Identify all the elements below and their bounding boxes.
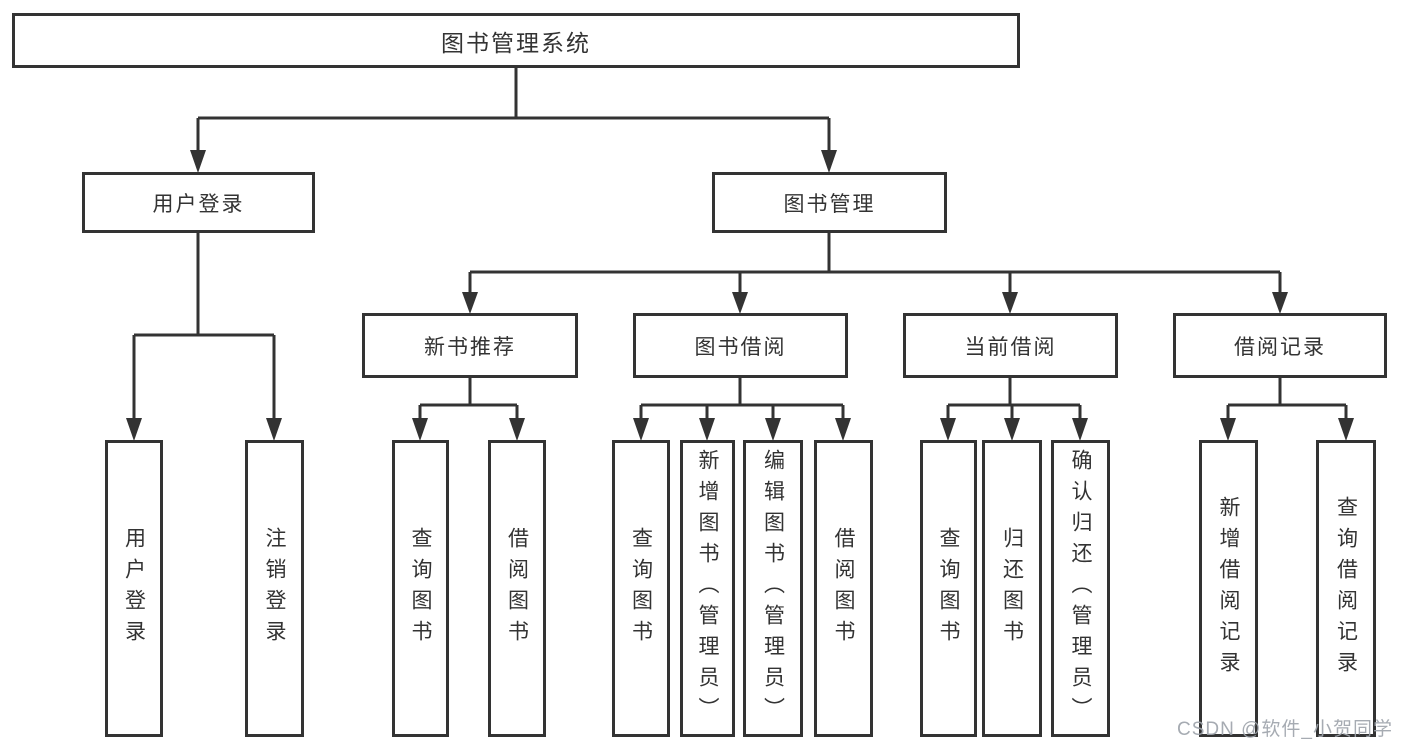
leaf-user-login-label: 用户登录: [122, 526, 146, 651]
node-book-borrow-label: 图书借阅: [694, 335, 787, 359]
node-book-borrow: 图书借阅: [633, 313, 848, 378]
arrowheads: [126, 150, 1354, 441]
connector-book-mgmt-to-level3: [468, 233, 1282, 294]
node-borrow-records-label: 借阅记录: [1234, 335, 1326, 359]
leaf-edit-book-admin: 编辑图书（管理员）: [743, 440, 803, 737]
node-current-borrow-label: 当前借阅: [964, 335, 1057, 359]
leaf-confirm-return-admin-label: 确认归还（管理员）: [1069, 449, 1092, 728]
leaf-borrow-books-1-label: 借阅图书: [505, 526, 529, 651]
leaf-logout-label: 注销登录: [263, 526, 286, 651]
leaf-query-books-2-label: 查询图书: [629, 526, 653, 651]
leaf-query-books-3: 查询图书: [920, 440, 977, 737]
connector-user-login-to-leaves: [132, 233, 276, 420]
connector-new-book-rec-to-leaves: [418, 378, 519, 420]
node-current-borrow: 当前借阅: [903, 313, 1118, 378]
leaf-return-books-label: 归还图书: [1000, 526, 1024, 651]
leaf-confirm-return-admin: 确认归还（管理员）: [1051, 440, 1110, 737]
leaf-borrow-books-2-label: 借阅图书: [832, 526, 855, 651]
connector-borrow-records-to-leaves: [1226, 378, 1348, 420]
node-root-label: 图书管理系统: [441, 29, 591, 56]
node-user-login: 用户登录: [82, 172, 315, 233]
leaf-return-books: 归还图书: [982, 440, 1042, 737]
leaf-borrow-books-1: 借阅图书: [488, 440, 546, 737]
leaf-query-books-1: 查询图书: [392, 440, 449, 737]
node-new-book-rec: 新书推荐: [362, 313, 578, 378]
leaf-query-books-1-label: 查询图书: [409, 526, 432, 651]
node-new-book-rec-label: 新书推荐: [424, 335, 516, 359]
leaf-query-books-3-label: 查询图书: [937, 526, 960, 651]
connector-root-to-level2: [196, 68, 831, 152]
leaf-edit-book-admin-label: 编辑图书（管理员）: [761, 449, 785, 728]
node-root: 图书管理系统: [12, 13, 1020, 68]
node-user-login-label: 用户登录: [152, 192, 245, 216]
leaf-logout: 注销登录: [245, 440, 304, 737]
leaf-query-books-2: 查询图书: [612, 440, 670, 737]
leaf-query-borrow-record-label: 查询借阅记录: [1334, 495, 1358, 682]
leaf-query-borrow-record: 查询借阅记录: [1316, 440, 1376, 737]
connector-current-borrow-to-leaves: [946, 378, 1082, 420]
leaf-add-borrow-record-label: 新增借阅记录: [1217, 495, 1240, 682]
node-borrow-records: 借阅记录: [1173, 313, 1387, 378]
leaf-user-login: 用户登录: [105, 440, 163, 737]
node-book-mgmt: 图书管理: [712, 172, 947, 233]
leaf-borrow-books-2: 借阅图书: [814, 440, 873, 737]
node-book-mgmt-label: 图书管理: [783, 192, 876, 216]
csdn-watermark: CSDN @软件_小贺同学: [1177, 719, 1393, 740]
connector-book-borrow-to-leaves: [639, 378, 845, 420]
leaf-add-book-admin-label: 新增图书（管理员）: [696, 449, 719, 728]
leaf-add-book-admin: 新增图书（管理员）: [680, 440, 735, 737]
leaf-add-borrow-record: 新增借阅记录: [1199, 440, 1258, 737]
